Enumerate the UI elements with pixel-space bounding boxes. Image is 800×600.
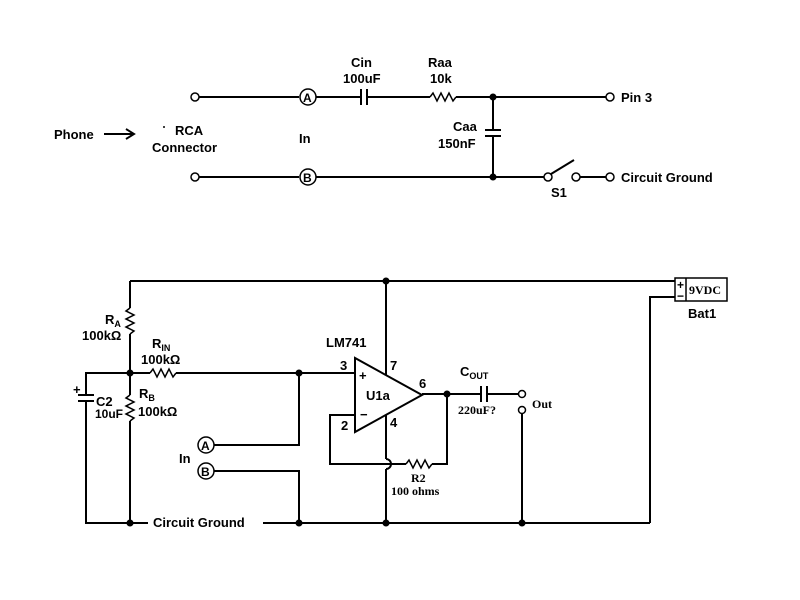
rin-label: RIN	[152, 336, 170, 353]
rca-label-line1: RCA	[175, 123, 204, 138]
rca-label-line2: Connector	[152, 140, 217, 155]
pin3-terminal	[605, 92, 615, 102]
battery-9vdc: + − 9VDC	[674, 277, 728, 303]
svg-text:A: A	[201, 439, 210, 453]
svg-text:+: +	[677, 278, 684, 292]
caa-value: 150nF	[438, 136, 476, 151]
pin7-label: 7	[390, 358, 397, 373]
amplifier-circuit: + − 9VDC Bat1 RA 100kΩ RIN 100kΩ RB 100k…	[73, 277, 728, 530]
cout-capacitor	[480, 386, 488, 402]
rin-value: 100kΩ	[141, 352, 180, 367]
s1-switch	[543, 159, 581, 182]
caa-name: Caa	[453, 119, 478, 134]
circuit-ground-terminal-top	[605, 172, 615, 182]
rb-value: 100kΩ	[138, 404, 177, 419]
s1-label: S1	[551, 185, 567, 200]
cout-label: COUT	[460, 364, 489, 381]
cin-name: Cin	[351, 55, 372, 70]
c2-plus: +	[73, 382, 81, 397]
in-label-top: In	[299, 131, 311, 146]
cin-value: 100uF	[343, 71, 381, 86]
r2-value: 100 ohms	[391, 484, 440, 498]
rca-signal-terminal	[190, 92, 200, 102]
pin6-label: 6	[419, 376, 426, 391]
out-label: Out	[532, 397, 552, 411]
caa-capacitor	[485, 129, 501, 137]
rin-resistor	[149, 367, 177, 379]
pin3-label: Pin 3	[621, 90, 652, 105]
svg-text:B: B	[303, 171, 312, 185]
c2-name: C2	[96, 394, 113, 409]
circuit-ground-label-top: Circuit Ground	[621, 170, 713, 185]
svg-text:+: +	[359, 368, 367, 383]
rb-resistor	[124, 394, 136, 422]
svg-text:B: B	[201, 465, 210, 479]
r2-name: R2	[411, 471, 426, 485]
circuit-ground-label-bottom: Circuit Ground	[153, 515, 245, 530]
lm741-opamp: + − U1a	[354, 356, 425, 434]
c2-value: 10uF	[95, 407, 123, 421]
raa-value: 10k	[430, 71, 452, 86]
ra-label: RA	[105, 312, 121, 329]
phone-label: Phone	[54, 127, 94, 142]
svg-text:U1a: U1a	[366, 388, 391, 403]
svg-text:−: −	[360, 407, 368, 422]
rb-label: RB	[139, 386, 155, 403]
pin3-label: 3	[340, 358, 347, 373]
svg-text:9VDC: 9VDC	[689, 283, 721, 297]
out-terminal	[517, 389, 527, 399]
rca-ground-terminal	[190, 172, 200, 182]
top-input-circuit: Phone RCA Connector In A Cin 100uF Raa 1…	[54, 55, 713, 200]
arrow-right-icon	[104, 128, 136, 140]
cin-capacitor	[360, 89, 368, 105]
svg-text:−: −	[677, 289, 684, 303]
pin4-label: 4	[390, 415, 398, 430]
raa-name: Raa	[428, 55, 453, 70]
opamp-part-label: LM741	[326, 335, 366, 350]
svg-text:A: A	[303, 91, 312, 105]
ra-resistor	[124, 307, 136, 335]
out-ground-terminal	[517, 405, 527, 415]
ra-value: 100kΩ	[82, 328, 121, 343]
bat1-label: Bat1	[688, 306, 716, 321]
cout-value: 220uF?	[458, 403, 496, 417]
raa-resistor	[429, 91, 457, 103]
pin2-label: 2	[341, 418, 348, 433]
r2-resistor	[405, 458, 433, 470]
in-label-bottom: In	[179, 451, 191, 466]
